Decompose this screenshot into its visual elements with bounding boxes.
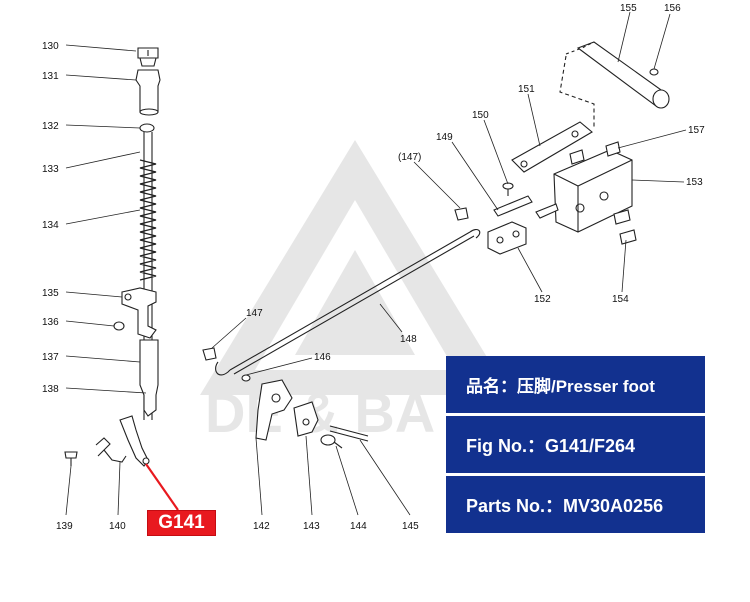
presser-foot-g141: [119, 415, 150, 467]
part-154-screws: [613, 209, 637, 245]
part-153-main-block: [535, 149, 633, 233]
fig-number-line: Fig No.：G141/F264: [446, 413, 705, 473]
label-152: 152: [534, 294, 551, 305]
callout-badge: G141: [147, 510, 216, 536]
label-135: 135: [42, 288, 59, 299]
label-155: 155: [620, 3, 637, 14]
part-134-spring: [139, 159, 157, 281]
label-156: 156: [664, 3, 681, 14]
part-150-screw: [502, 182, 514, 196]
label-154: 154: [612, 294, 629, 305]
label-136: 136: [42, 317, 59, 328]
label-146: 146: [314, 352, 331, 363]
part-144-screw: [320, 434, 343, 449]
part-142-plate: [255, 379, 293, 441]
label-131: 131: [42, 71, 59, 82]
part-148-rod: [215, 229, 481, 376]
assembly-guide-lines: [559, 55, 595, 128]
label-153: 153: [686, 177, 703, 188]
label-147: 147: [246, 308, 263, 319]
part-147-screw: [202, 347, 217, 361]
callout-leader-line: [145, 463, 179, 511]
part-137-138-lower-bar: [139, 339, 159, 417]
info-panel: 品名：压脚/Presser foot Fig No.：G141/F264 Par…: [446, 356, 705, 533]
part-155-shaft: [565, 41, 670, 109]
label-150: 150: [472, 110, 489, 121]
part-157-fitting: [569, 141, 621, 165]
part-152-block: [487, 221, 527, 255]
part-145-pin: [329, 425, 369, 442]
part-156-screw: [649, 68, 659, 76]
watermark-logo: DE & BA: [200, 140, 510, 444]
label-144: 144: [350, 521, 367, 532]
part-130-screw: [137, 47, 159, 67]
part-131-bushing: [135, 69, 161, 116]
part-146-screw: [241, 374, 251, 382]
part-number-labels: 130 131 132 133 134 135 136 137 138 139 …: [42, 3, 705, 532]
part-149-strip: [493, 195, 533, 217]
label-139: 139: [56, 521, 73, 532]
part-136-screw: [113, 321, 125, 331]
part-140-wire-guide: [95, 437, 127, 463]
part-139-screw: [64, 451, 78, 466]
label-151: 151: [518, 84, 535, 95]
leader-lines: [65, 11, 687, 516]
label-147-alt: (147): [398, 152, 421, 163]
label-157: 157: [688, 125, 705, 136]
label-130: 130: [42, 41, 59, 52]
label-133: 133: [42, 164, 59, 175]
label-143: 143: [303, 521, 320, 532]
part-135-bracket: [121, 287, 157, 339]
label-137: 137: [42, 352, 59, 363]
label-134: 134: [42, 220, 59, 231]
label-149: 149: [436, 132, 453, 143]
part-name-line: 品名：压脚/Presser foot: [446, 356, 705, 413]
part-132-cap: [139, 123, 155, 133]
part-151-plate: [511, 121, 593, 173]
label-132: 132: [42, 121, 59, 132]
label-142: 142: [253, 521, 270, 532]
label-148: 148: [400, 334, 417, 345]
label-140: 140: [109, 521, 126, 532]
part-147-screw-alt: [454, 207, 469, 221]
parts-number-line: Parts No.：MV30A0256: [446, 473, 705, 533]
watermark-text: DE & BA: [205, 381, 435, 444]
label-138: 138: [42, 384, 59, 395]
label-145: 145: [402, 521, 419, 532]
